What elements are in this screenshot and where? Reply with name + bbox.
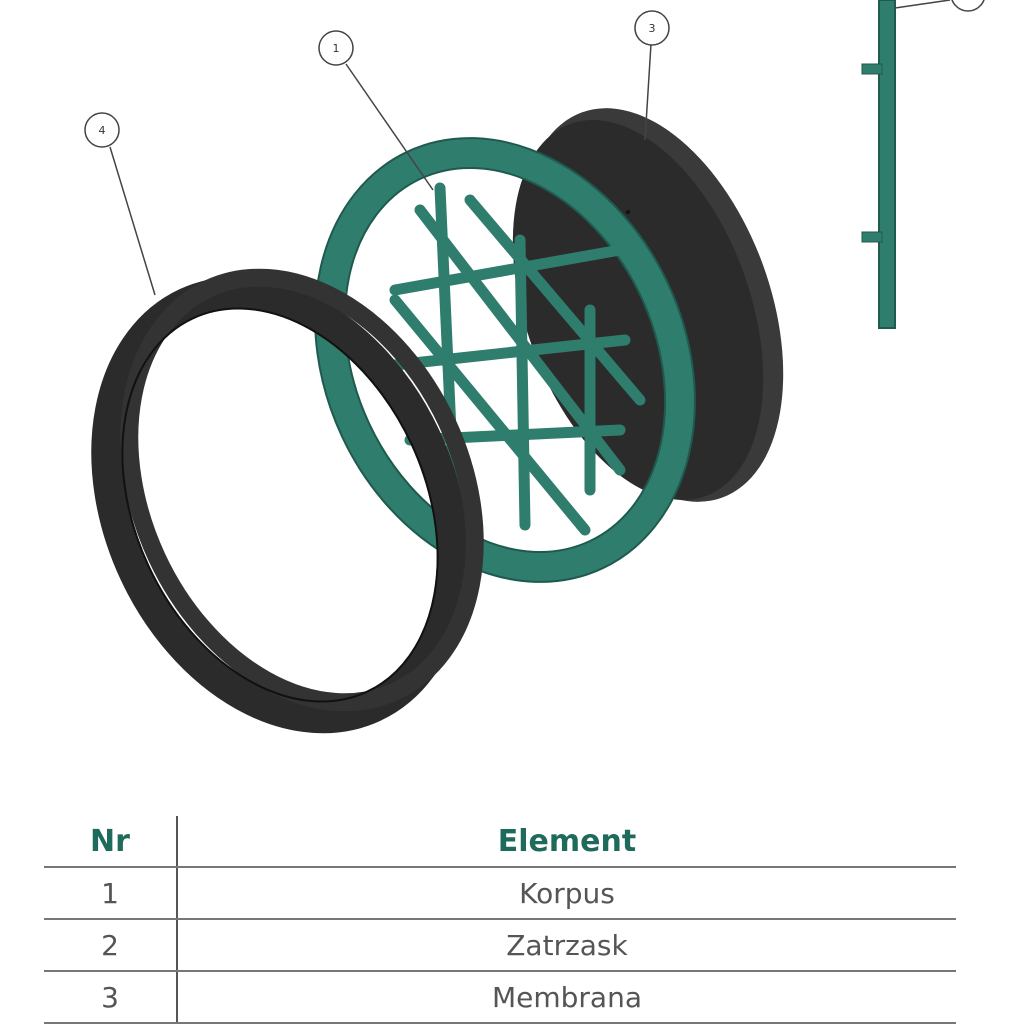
- cell-nr: 3: [44, 971, 178, 1024]
- cell-element: Zatrzask: [177, 919, 956, 972]
- housing-part: [314, 137, 696, 583]
- latch-part: [861, 0, 985, 329]
- header-element: Element: [177, 816, 956, 868]
- svg-text:1: 1: [333, 42, 340, 55]
- cell-nr: 2: [44, 919, 178, 972]
- cell-nr: 1: [44, 867, 178, 920]
- callout-4: 4: [84, 112, 120, 148]
- header-nr: Nr: [44, 816, 178, 868]
- cell-element: Korpus: [177, 867, 956, 920]
- table-header-row: Nr Element: [44, 816, 956, 868]
- svg-text:4: 4: [99, 124, 106, 137]
- callout-3: 3: [634, 10, 670, 46]
- exploded-assembly-diagram: 1 3 4: [84, 0, 985, 734]
- cell-element: Membrana: [177, 971, 956, 1024]
- parts-table: Nr Element 1 Korpus 2 Zatrzask 3 Membran…: [44, 816, 956, 1024]
- gasket-part: [91, 268, 484, 734]
- callout-1: 1: [318, 30, 354, 66]
- table-row: 2 Zatrzask: [44, 919, 956, 972]
- svg-text:3: 3: [649, 22, 656, 35]
- table-row: 3 Membrana: [44, 971, 956, 1024]
- callout-leaders: [109, 43, 652, 296]
- table-row: 1 Korpus: [44, 867, 956, 920]
